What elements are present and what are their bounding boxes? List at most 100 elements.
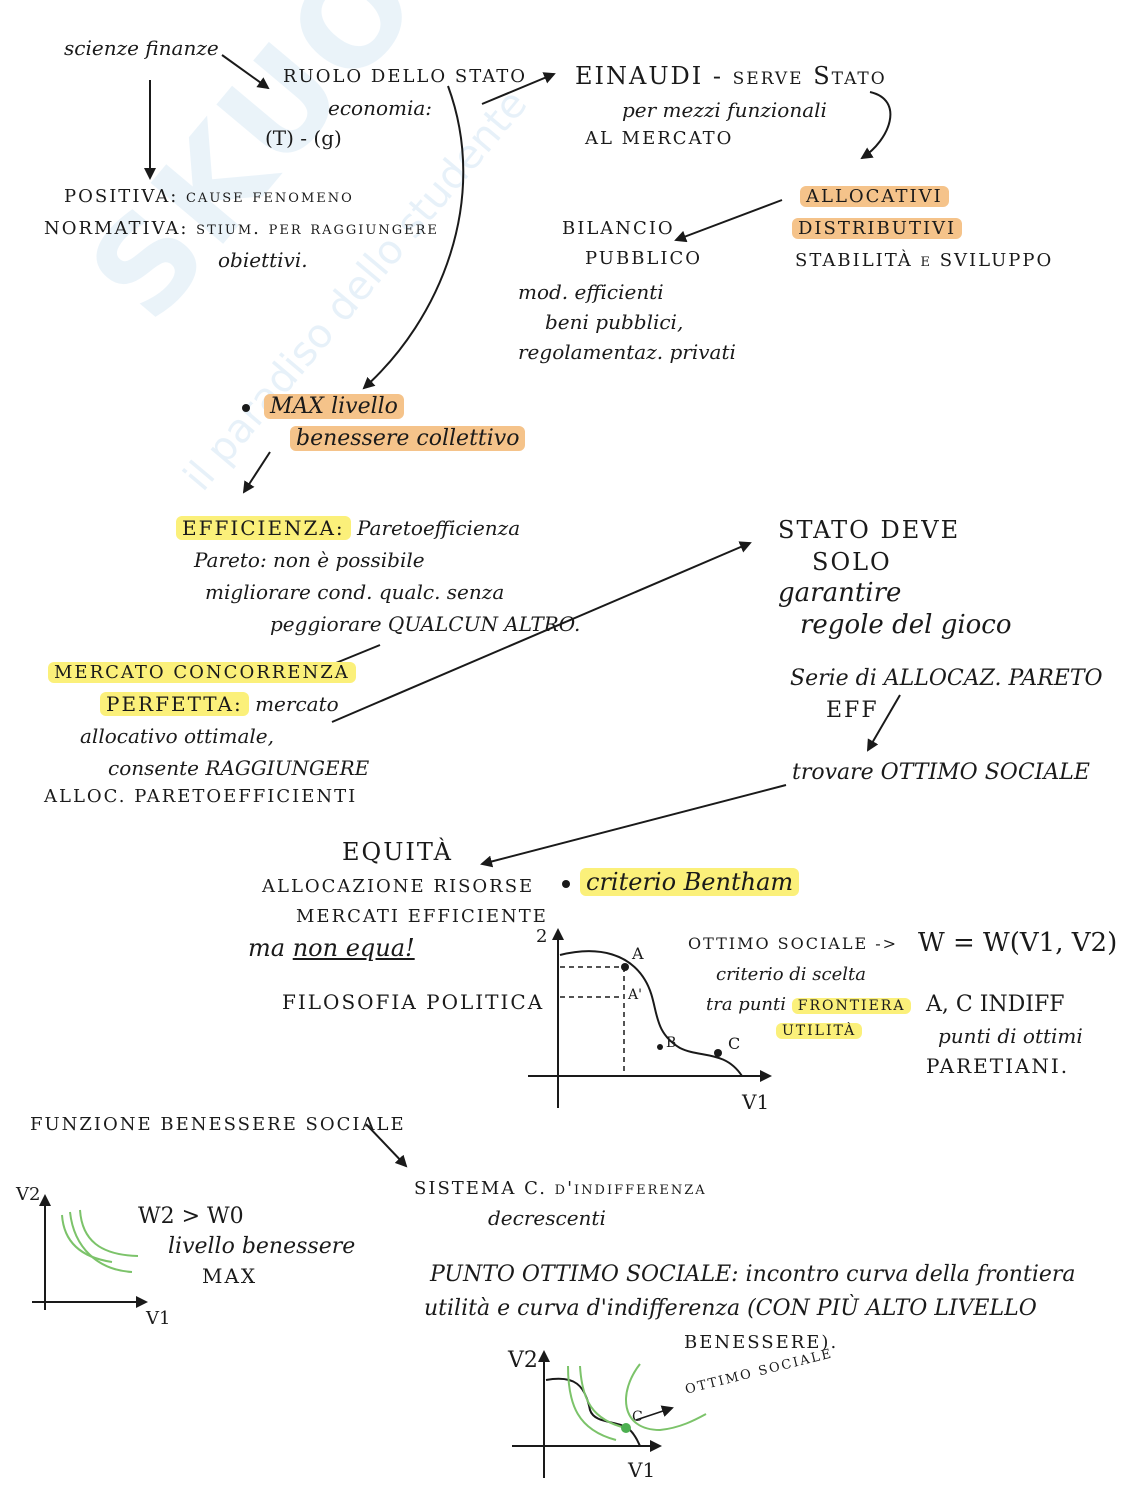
arrow-allocativi-bilancio: [674, 199, 783, 243]
graph2-x-label: V1: [146, 1308, 171, 1329]
utility-frontier-curve: [559, 950, 743, 1077]
w-formula: W = W(V1, V2): [918, 928, 1118, 958]
indifference-curve-2: [69, 1211, 133, 1273]
perfetta-label: PERFETTA:: [100, 692, 249, 716]
equita: EQUITÀ: [342, 838, 453, 866]
indifference-curve-1: [61, 1214, 113, 1263]
efficienza-label: EFFICIENZA:: [176, 516, 351, 540]
pareto-line-3: peggiorare QUALCUN ALTRO.: [270, 612, 581, 636]
arrow-finanze-ruolo: [221, 54, 270, 90]
frontiera: FRONTIERA: [791, 998, 912, 1014]
solo: SOLO: [812, 548, 892, 576]
ma: ma: [248, 934, 286, 962]
filosofia-politica: FILOSOFIA POLITICA: [282, 990, 545, 1014]
graph-social-optimum: [512, 1350, 707, 1478]
bilancio: BILANCIO: [562, 218, 675, 239]
allocativo-ottimale: allocativo ottimale,: [80, 724, 275, 748]
sistema-indifferenza: SISTEMA C. d'indifferenza: [414, 1178, 707, 1199]
perfetta-text: mercato: [255, 692, 339, 716]
funzione-benessere-sociale: FUNZIONE BENESSERE SOCIALE: [30, 1114, 406, 1135]
pubblico: PUBBLICO: [585, 248, 703, 269]
livello-benessere: livello benessere: [168, 1234, 356, 1259]
arrow-max-efficienza: [242, 451, 271, 494]
modi-efficienti: mod. efficienti: [518, 280, 664, 304]
indifference-curve-c: [625, 1363, 707, 1432]
decrescenti: decrescenti: [488, 1206, 606, 1230]
stabilita-sviluppo: STABILITÀ e SVILUPPO: [795, 250, 1054, 271]
graph3-x-label: V1: [628, 1458, 656, 1482]
distributivi: DISTRIBUTIVI: [792, 218, 963, 239]
frontier-curve: [545, 1377, 641, 1447]
punto-ottimo-3: BENESSERE).: [684, 1332, 839, 1353]
indifference-curve-3: [79, 1209, 139, 1257]
label-a: A: [632, 944, 644, 963]
ac-indiff: A, C INDIFF: [926, 992, 1065, 1017]
formula-tg: (T) - (g): [265, 126, 342, 150]
graph3-y-label: V2: [508, 1348, 538, 1373]
criterio-scelta: criterio di scelta: [716, 964, 866, 985]
mezzi-funzionali: per mezzi funzionali: [622, 98, 827, 122]
mercato-concorrenza: MERCATO CONCORRENZA: [48, 662, 356, 683]
punti-ottimi: punti di ottimi: [938, 1024, 1083, 1048]
graph1-x-label: V1: [742, 1090, 770, 1114]
bullet: [242, 404, 250, 412]
label-c: C: [728, 1034, 741, 1053]
trovare-ottimo: trovare OTTIMO SOCIALE: [792, 760, 1090, 785]
benessere-collettivo: benessere collettivo: [290, 426, 526, 451]
graph-indifference-curves: [32, 1194, 148, 1310]
w2-w0: W2 > W0: [138, 1204, 244, 1229]
allocativi: ALLOCATIVI: [800, 186, 949, 207]
arrow-serie-trovare: [866, 694, 901, 752]
serie-allocazioni: Serie di ALLOCAZ. PARETO: [790, 666, 1103, 691]
paretiani: PARETIANI.: [926, 1054, 1070, 1078]
label-b: B: [666, 1035, 677, 1051]
indifference-curve-a: [567, 1365, 617, 1441]
regolamentaz: regolamentaz. privati: [518, 340, 736, 364]
bullet: [562, 880, 570, 888]
economia: economia:: [328, 96, 433, 120]
garantire: garantire: [778, 578, 902, 608]
label-c-optimum: C: [632, 1409, 643, 1425]
paretoefficienza: Paretoefficienza: [357, 516, 521, 540]
arrow-einaudi-allocativi: [860, 91, 892, 160]
utilita: UTILITÀ: [776, 1023, 863, 1039]
point-b: [657, 1044, 663, 1050]
alloc-paretoefficienti: ALLOC. PARETOEFFICIENTI: [44, 786, 358, 807]
point-c: [714, 1049, 722, 1057]
punto-ottimo-2: utilità e curva d'indifferenza (CON PIÙ …: [424, 1296, 1037, 1321]
indifference-curve-b: [579, 1365, 627, 1429]
pareto-line-2: migliorare cond. qualc. senza: [205, 580, 505, 604]
ottimo-sociale-arrow: OTTIMO SOCIALE ->: [688, 934, 899, 953]
beni-pubblici: beni pubblici,: [545, 310, 684, 334]
allocazione-risorse: ALLOCAZIONE RISORSE: [262, 876, 535, 897]
eff: EFF: [826, 698, 879, 723]
graph-frontier-bentham: [528, 928, 772, 1108]
mercati-efficiente: MERCATI EFFICIENTE: [296, 906, 548, 927]
arrow-trovare-equita: [480, 784, 787, 868]
criterio-bentham: criterio Bentham: [580, 868, 800, 896]
ruolo-stato: RUOLO DELLO STATO: [283, 66, 527, 87]
optimum-point: [621, 1423, 631, 1433]
arrow-mercato-stato: [331, 541, 752, 723]
max-livello: MAX livello: [264, 394, 404, 419]
pareto-line-1: Pareto: non è possibile: [194, 548, 425, 572]
regole-gioco: regole del gioco: [800, 610, 1012, 640]
point-a: [621, 963, 629, 971]
scienze-finanze: scienze finanze: [64, 36, 219, 60]
arrow-ruolo-max: [362, 85, 465, 390]
positiva: POSITIVA: cause fenomeno: [64, 186, 354, 207]
normativa: NORMATIVA: stium. per raggiungere: [44, 218, 439, 239]
punto-ottimo-1: PUNTO OTTIMO SOCIALE: incontro curva del…: [430, 1262, 1076, 1287]
graph2-y-label: V2: [16, 1184, 41, 1205]
al-mercato: AL MERCATO: [585, 128, 734, 149]
einaudi: EINAUDI - serve Stato: [575, 62, 887, 90]
label-a-prime: A': [628, 987, 642, 1003]
tra-punti: tra punti: [706, 994, 786, 1015]
stato-deve: STATO DEVE: [778, 516, 961, 544]
non-equa: non equa!: [292, 934, 415, 962]
graph1-y-label: 2: [536, 926, 548, 947]
obiettivi: obiettivi.: [218, 248, 308, 272]
consente-raggiungere: consente RAGGIUNGERE: [108, 756, 370, 780]
arrow-funzione-sistema: [365, 1123, 408, 1168]
